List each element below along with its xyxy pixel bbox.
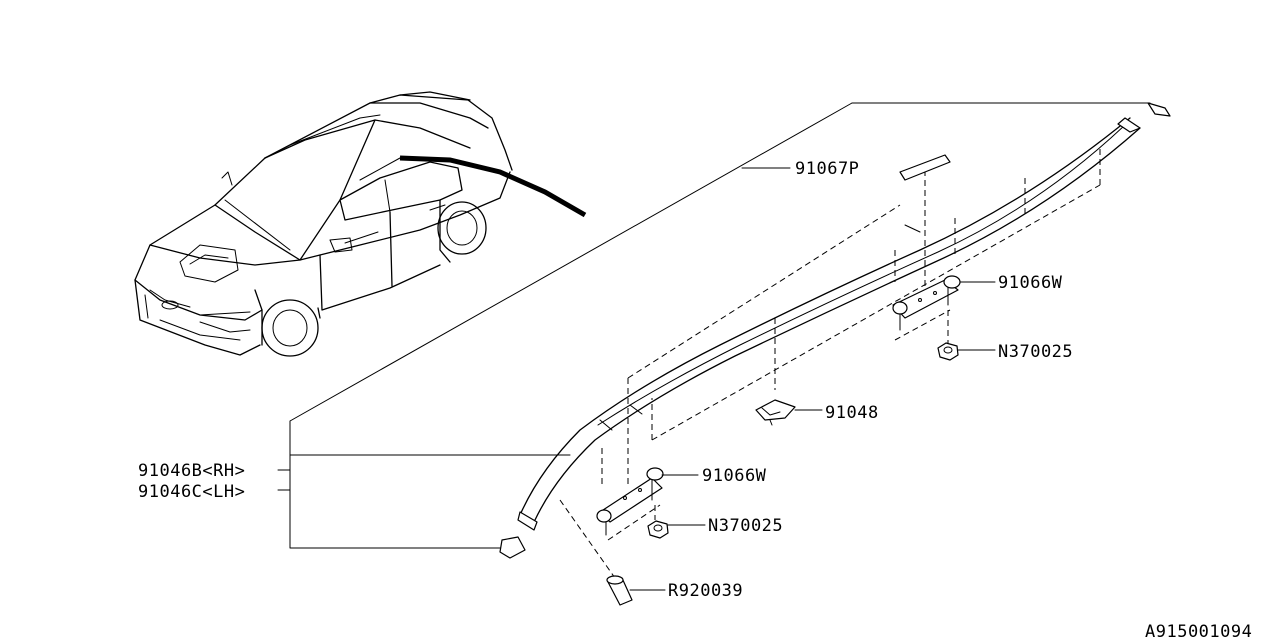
leader-frame bbox=[277, 102, 1151, 549]
label-molding-cap: 91067P bbox=[795, 159, 859, 179]
clip-upper-part bbox=[892, 275, 961, 331]
label-clip-small: 91048 bbox=[825, 403, 879, 423]
rivet-part bbox=[606, 575, 633, 606]
clip-small-part bbox=[755, 399, 796, 426]
molding-cap-part bbox=[899, 154, 951, 181]
nut-upper-part bbox=[937, 342, 959, 361]
label-leaders bbox=[629, 167, 996, 591]
label-nut-upper: N370025 bbox=[998, 342, 1073, 362]
label-drip-molding-rh: 91046B<RH> bbox=[138, 461, 245, 481]
clip-lower-part bbox=[596, 467, 664, 536]
label-drip-molding-lh: 91046C<LH> bbox=[138, 482, 245, 502]
label-rivet: R920039 bbox=[668, 581, 743, 601]
car-illustration bbox=[134, 91, 587, 357]
diagram-id: A915001094 bbox=[1145, 622, 1252, 640]
label-clip-lower: 91066W bbox=[702, 466, 767, 486]
dashed-connectors bbox=[559, 145, 1101, 579]
molding-end-part bbox=[499, 536, 526, 559]
label-nut-lower: N370025 bbox=[708, 516, 783, 536]
nut-lower-part bbox=[647, 520, 669, 539]
label-clip-upper: 91066W bbox=[998, 273, 1063, 293]
drip-molding bbox=[517, 102, 1171, 531]
